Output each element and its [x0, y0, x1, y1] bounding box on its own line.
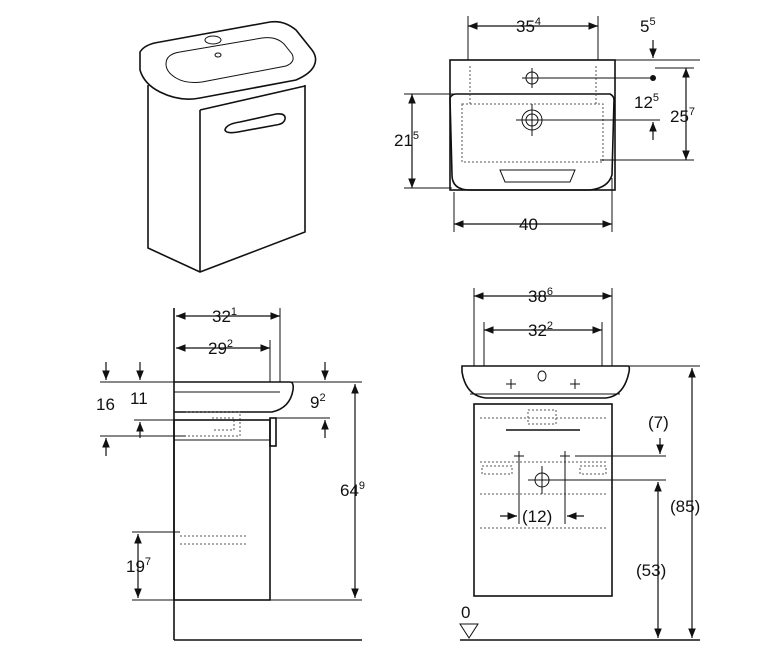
dim-12: (12) [522, 507, 552, 526]
dim-25-7: 257 [670, 106, 695, 126]
dim-5-5: 55 [640, 16, 656, 36]
side-view: 321 292 16 11 92 649 197 [96, 306, 365, 641]
dim-12-5: 125 [634, 92, 659, 112]
dim-40: 40 [519, 215, 538, 234]
dim-11: 11 [130, 389, 148, 408]
dim-19-7: 197 [126, 556, 151, 576]
front-view: 386 322 (7) (85) (53) (12) 0 [459, 286, 700, 641]
dim-29-2: 292 [208, 338, 233, 358]
dim-16: 16 [96, 395, 115, 414]
dim-21-5: 215 [394, 130, 419, 150]
isometric-view [139, 20, 317, 273]
dim-32-1: 321 [212, 306, 237, 326]
dim-85: (85) [670, 497, 700, 516]
dim-7: (7) [648, 413, 669, 432]
dim-32-2: 322 [528, 320, 553, 340]
dim-38-6: 386 [528, 286, 553, 306]
floor-level-label: 0 [461, 603, 470, 622]
dim-64-9: 649 [340, 480, 365, 500]
dim-35-4: 354 [516, 16, 541, 36]
top-view: 354 55 125 257 215 40 [394, 16, 700, 234]
dim-53: (53) [636, 561, 666, 580]
dim-9-2: 92 [310, 392, 326, 412]
